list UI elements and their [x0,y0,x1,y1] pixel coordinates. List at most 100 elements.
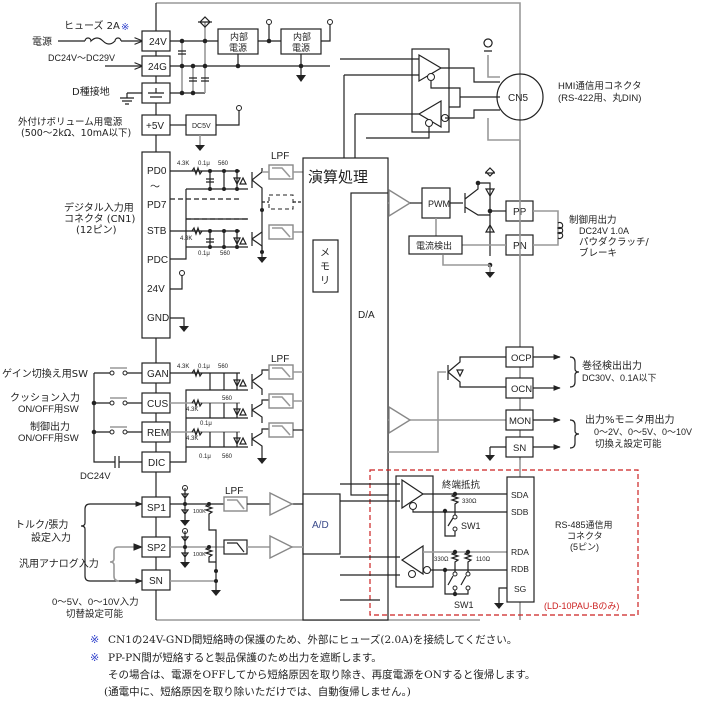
memory-block [312,239,339,293]
svg-text:4.3K: 4.3K [186,407,198,413]
svg-text:STB: STB [147,226,167,237]
svg-text:560: 560 [222,396,233,402]
current-detect-block [408,235,463,255]
svg-text:(RS-422用、丸DIN): (RS-422用、丸DIN) [558,92,641,104]
fuse-mark: ※ [121,22,129,33]
svg-text:+5V: +5V [146,121,164,132]
coil-icon [556,221,564,240]
svg-text:CUS: CUS [147,399,168,410]
amp-icon [269,534,294,560]
svg-text:RDB: RDB [511,564,529,574]
svg-text:4.3K: 4.3K [186,436,198,442]
svg-text:100K: 100K [193,509,206,515]
rs485-section: 終端抵抗 330Ω SW1 330Ω 110Ω SW1 SDA SDB RDA … [340,469,639,616]
svg-text:GAN: GAN [147,369,169,380]
svg-text:OCP: OCP [511,353,532,364]
ad-converter [302,493,341,555]
svg-text:内部: 内部 [293,31,311,43]
svg-text:DIC: DIC [148,458,165,469]
svg-text:モ: モ [320,262,330,273]
photocoupler-icon [447,356,506,388]
svg-text:REM: REM [147,428,169,439]
svg-text:330Ω: 330Ω [434,557,449,563]
svg-text:0〜2V、0〜5V、0〜10V: 0〜2V、0〜5V、0〜10V [594,427,692,437]
svg-text:SP1: SP1 [147,503,166,514]
control-switch-label: 制御出力 [30,420,70,433]
svg-text:24G: 24G [148,62,167,73]
da-converter [350,192,389,496]
svg-text:4.3K: 4.3K [180,236,192,242]
svg-text:LPF: LPF [271,354,289,365]
voltage-range: DC24V〜DC29V [48,53,115,63]
rs485-option-area [369,469,639,616]
svg-text:DC5V: DC5V [192,123,211,130]
svg-text:リ: リ [320,276,330,287]
svg-text:メ: メ [320,248,330,259]
notes: ※ CN1の24V-GND間短絡時の保護のため、外部にヒューズ(2.0A)を接続… [90,633,535,698]
control-output-label: 制御用出力 [569,214,617,226]
input-range-label: 0〜5V、0〜10V入力 [52,596,139,608]
svg-text:SDB: SDB [511,507,529,517]
supply-5v-icon [266,19,272,25]
svg-text:0.1μ: 0.1μ [200,421,212,427]
svg-text:LPF: LPF [225,486,243,497]
lpf-label: LPF [271,151,289,162]
note-text: PP-PN間が短絡すると製品保護のため出力を遮断します。 [108,651,382,664]
pwm-section: PWM PP PN 電流検出 制御用出力 DC24V 1.0A パウダクラッチ/… [388,167,650,278]
note-mark: ※ [90,651,99,664]
svg-text:パウダクラッチ/: パウダクラッチ/ [579,236,650,248]
cpu-label: 演算処理 [308,168,368,186]
ground-icon [296,75,306,82]
svg-text:SP2: SP2 [147,543,166,554]
fuse-label: ヒューズ 2A [64,19,120,32]
svg-text:(500〜2kΩ、10mA以下): (500〜2kΩ、10mA以下) [21,128,131,139]
analog-input-section: SP1 SP2 SN トルク/張力 設定入力 汎用アナログ入力 0〜5V、0〜1… [15,485,303,620]
hmi-section: CN5 HMI通信用コネクタ (RS-422用、丸DIN) [340,38,642,240]
svg-text:(12ピン): (12ピン) [76,224,117,236]
note-text: その場合は、電源をOFFしてから短絡原因を取り除き、再度電源をONすると復帰しま… [108,668,535,681]
processing-section: 演算処理 D/A メ モ リ A/D [302,157,389,621]
resistor-icon [450,493,460,515]
hmi-label: HMI通信用コネクタ [558,80,642,92]
svg-text:GND: GND [147,313,169,324]
svg-text:ブレーキ: ブレーキ [579,247,617,259]
svg-text:560: 560 [222,454,233,460]
pwm-block [421,187,451,219]
svg-text:ON/OFF用SW: ON/OFF用SW [18,404,79,415]
svg-text:PWM: PWM [428,199,450,209]
cn5-connector [496,73,544,121]
svg-text:0.1μ: 0.1μ [198,161,210,167]
svg-text:100K: 100K [193,552,206,558]
svg-text:0.1μ: 0.1μ [199,454,211,460]
line-driver-block [411,48,450,133]
svg-text:D/A: D/A [358,310,375,321]
svg-text:〜: 〜 [150,182,160,193]
brace-icon [569,356,580,388]
svg-text:PDC: PDC [147,255,168,266]
note-text: (通電中に、短絡原因を取り除いただけでは、自動復帰しません。) [104,685,411,698]
resistor-icon [191,166,203,176]
svg-text:SG: SG [514,584,526,594]
svg-text:OCN: OCN [511,384,532,395]
svg-text:A/D: A/D [312,520,329,531]
svg-text:MON: MON [509,416,531,427]
note-text: CN1の24V-GND間短絡時の保護のため、外部にヒューズ(2.0A)を接続して… [108,633,517,646]
svg-text:ON/OFF用SW: ON/OFF用SW [18,433,79,444]
ground-label: D種接地 [72,85,110,98]
svg-text:コネクタ: コネクタ [567,531,603,542]
note-mark: ※ [90,633,99,646]
rs485-model-note: (LD-10PAU-Bのみ) [544,601,619,611]
svg-text:560: 560 [218,364,229,370]
amp-icon [269,491,294,517]
svg-text:24V: 24V [149,37,167,48]
svg-text:SW1: SW1 [454,600,474,610]
fuse-icon [84,37,122,45]
svg-text:330Ω: 330Ω [462,499,477,505]
cn1-section: PD0 〜 PD7 STB PDC 24V GND デジタル入力用 コネクタ (… [64,151,303,339]
svg-text:0.1μ: 0.1μ [198,364,210,370]
svg-text:RDA: RDA [511,547,529,557]
svg-text:560: 560 [218,161,229,167]
svg-text:(5ピン): (5ピン) [570,542,599,552]
brace-icon [80,503,91,582]
